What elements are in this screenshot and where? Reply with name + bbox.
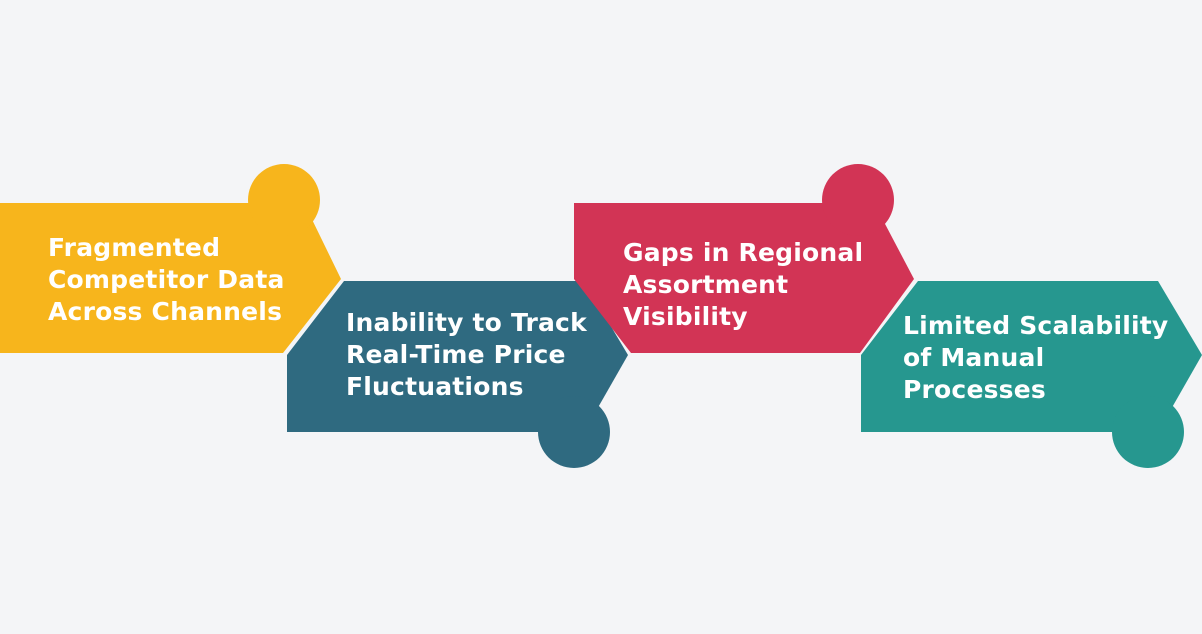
step-3-line-3: Visibility (623, 302, 748, 331)
step-3-circle (822, 164, 894, 236)
step-4-circle (1112, 396, 1184, 468)
step-2-line-1: Inability to Track (346, 308, 587, 337)
step-3-line-2: Assortment (623, 270, 789, 299)
step-4-arrow (861, 281, 1202, 432)
step-3-line-1: Gaps in Regional (623, 238, 864, 267)
step-4-line-3: Processes (903, 375, 1046, 404)
step-2-line-2: Real-Time Price (346, 340, 566, 369)
step-1-line-2: Competitor Data (48, 265, 285, 294)
step-2-label: Inability to Track Real-Time Price Fluct… (346, 307, 587, 403)
step-1-line-1: Fragmented (48, 233, 221, 262)
step-2-arrow (287, 281, 628, 432)
step-2-line-3: Fluctuations (346, 372, 524, 401)
step-1-label: Fragmented Competitor Data Across Channe… (48, 232, 285, 328)
step-1-line-3: Across Channels (48, 297, 283, 326)
step-3-arrow (574, 203, 914, 353)
step-2-circle (538, 396, 610, 468)
step-3-label: Gaps in Regional Assortment Visibility (623, 237, 863, 333)
step-4-line-1: Limited Scalability (903, 311, 1169, 340)
step-4-label: Limited Scalability of Manual Processes (903, 310, 1168, 406)
step-4-line-2: of Manual (903, 343, 1045, 372)
step-1-arrow (0, 203, 341, 353)
step-1-circle (248, 164, 320, 236)
